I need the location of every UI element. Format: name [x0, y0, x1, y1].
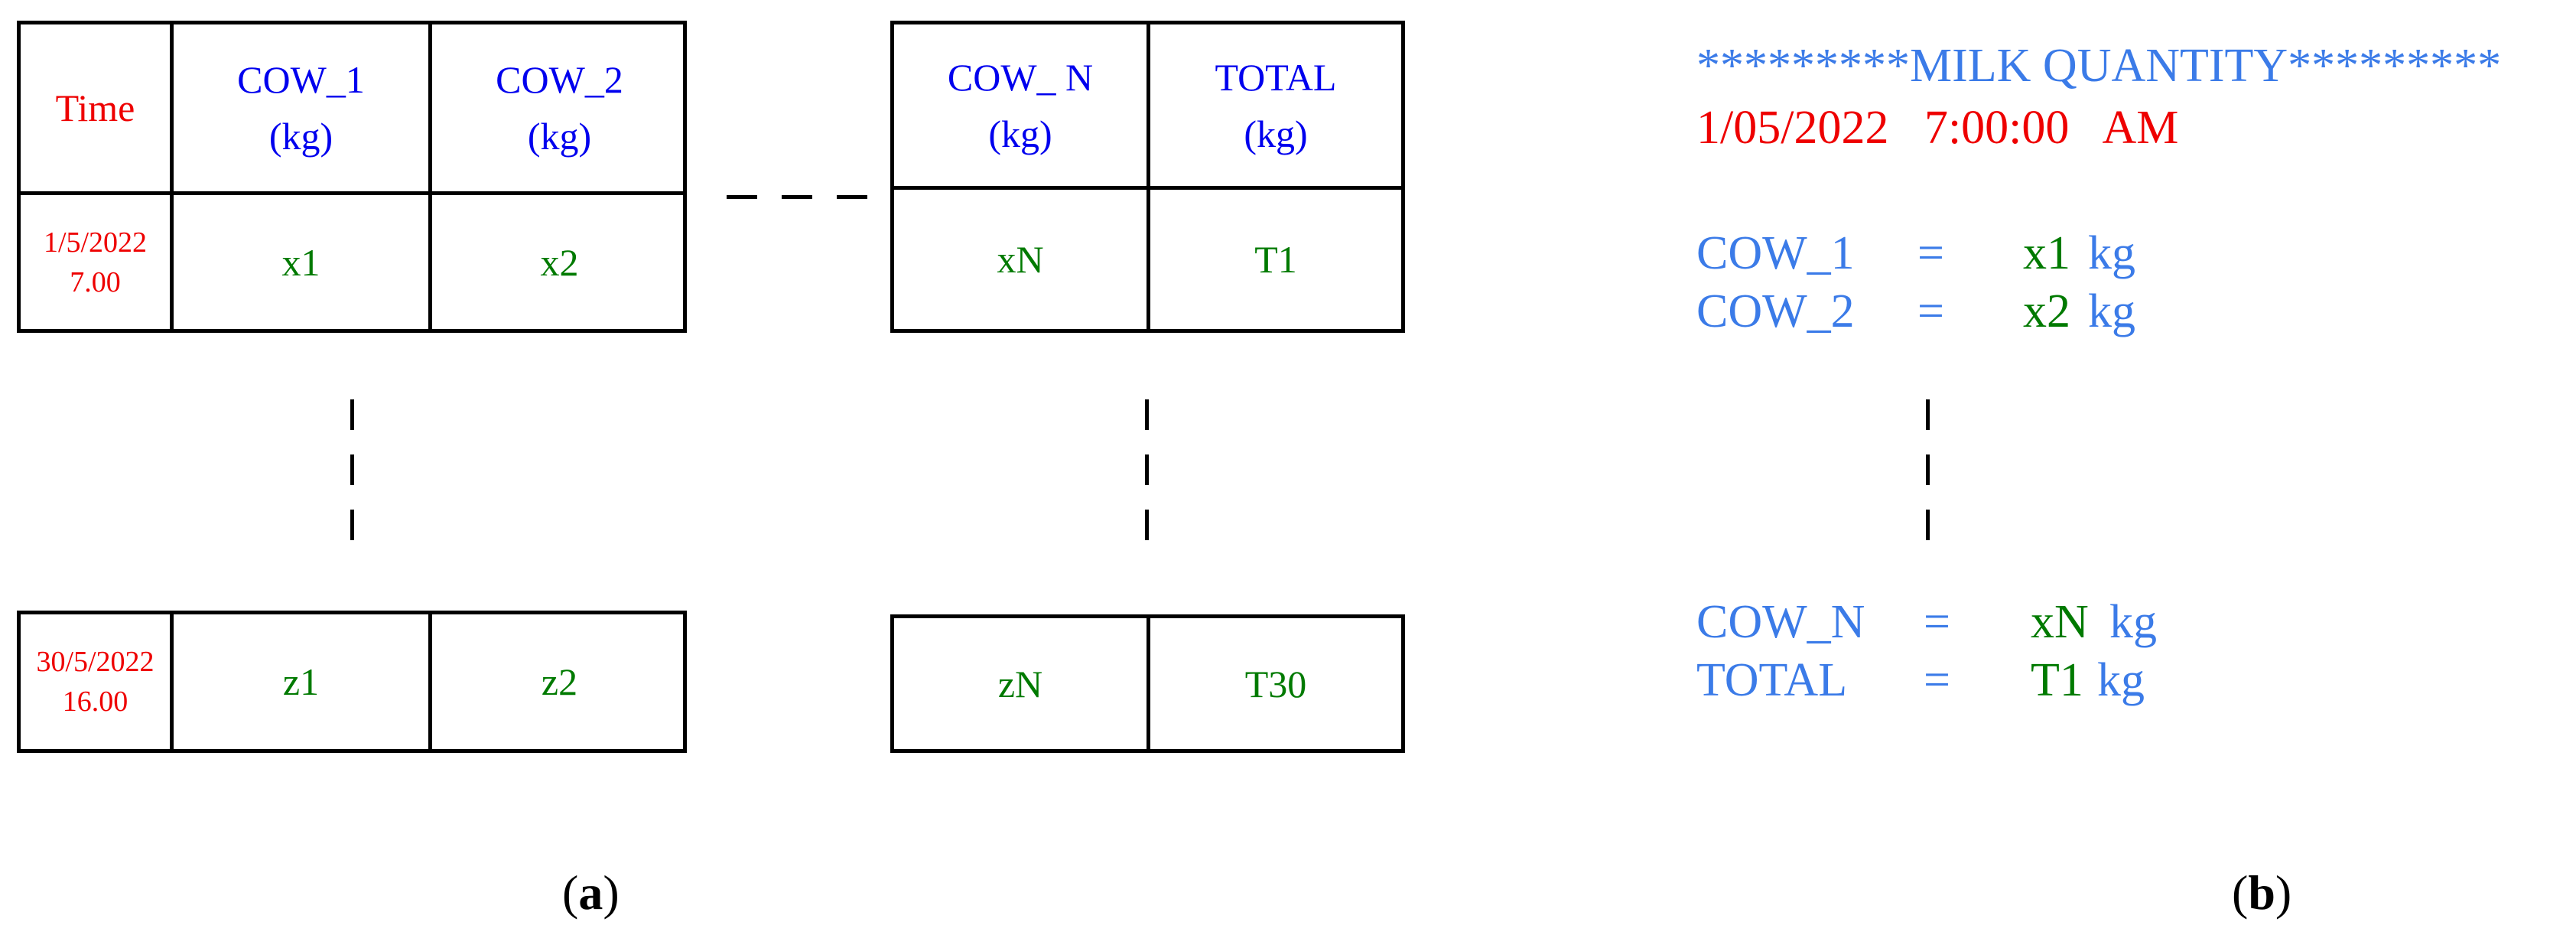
ellipsis-dash: [350, 454, 354, 485]
caption-a-open: (: [562, 865, 579, 920]
divider: [428, 611, 432, 753]
divider: [890, 186, 1405, 190]
ellipsis-dash: [782, 195, 812, 199]
divider: [1147, 21, 1150, 333]
line-cow-2-value: x2: [2023, 285, 2070, 337]
milk-quantity-title: *********MILK QUANTITY*********: [1696, 40, 2502, 92]
line-cow-2-eq: =: [1917, 285, 1944, 337]
caption-a: (a): [562, 865, 620, 921]
header-cow-2: COW_2 (kg): [432, 24, 687, 191]
line-cow-1-label: COW_1: [1696, 227, 1855, 279]
caption-b: (b): [2232, 865, 2291, 921]
ellipsis-dash: [1926, 454, 1930, 485]
cell-z2: z2: [541, 660, 578, 703]
header-cow-2-unit: (kg): [527, 115, 592, 158]
line-total-value: T1: [2031, 654, 2083, 706]
caption-b-open: (: [2232, 865, 2249, 920]
divider: [170, 21, 174, 333]
ellipsis-dash: [350, 510, 354, 540]
line-total-unit: kg: [2097, 654, 2145, 706]
header-cow-n-name: COW_ N: [947, 55, 1094, 99]
line-cow-1-value: x1: [2023, 227, 2070, 279]
header-total-unit: (kg): [1244, 112, 1308, 155]
divider: [1147, 614, 1150, 753]
ellipsis-dash: [350, 399, 354, 430]
cell-t30: T30: [1244, 662, 1307, 705]
divider: [17, 191, 687, 195]
milk-quantity-timestamp: 1/05/2022 7:00:00 AM: [1696, 102, 2179, 154]
caption-b-close: ): [2275, 865, 2292, 920]
line-cow-1-unit: kg: [2088, 227, 2135, 279]
line-cow-1-eq: =: [1917, 227, 1944, 279]
first-row-date: 1/5/2022: [43, 226, 148, 259]
header-cow-1-unit: (kg): [268, 115, 333, 158]
ellipsis-dash: [1145, 454, 1149, 485]
cell-x2: x2: [540, 240, 579, 284]
header-cow-n-unit: (kg): [988, 112, 1052, 155]
line-cow-n-label: COW_N: [1696, 596, 1865, 648]
ellipsis-dash: [1926, 510, 1930, 540]
time-header: Time: [55, 86, 135, 129]
cell-z1: z1: [282, 660, 320, 703]
line-cow-n-value: xN: [2031, 596, 2089, 648]
header-cow-n: COW_ N (kg): [894, 24, 1147, 186]
first-row-time: 1/5/2022 7.00: [21, 195, 170, 329]
caption-a-close: ): [603, 865, 620, 920]
ellipsis-dash: [1145, 399, 1149, 430]
ellipsis-dash: [837, 195, 867, 199]
ellipsis-dash: [1926, 399, 1930, 430]
cell-x1: x1: [281, 240, 320, 284]
caption-a-letter: a: [578, 865, 603, 920]
line-cow-2-label: COW_2: [1696, 285, 1855, 337]
header-cow-1-name: COW_1: [237, 58, 365, 101]
table-bottom-left: [17, 611, 687, 753]
table-top-left: [17, 21, 687, 333]
divider: [428, 21, 432, 333]
last-row-clock: 16.00: [62, 686, 128, 718]
header-total: TOTAL (kg): [1150, 24, 1401, 186]
caption-b-letter: b: [2248, 865, 2275, 920]
last-row-time: 30/5/2022 16.00: [21, 614, 170, 749]
first-row-clock: 7.00: [70, 266, 121, 298]
header-cow-1: COW_1 (kg): [174, 24, 428, 191]
header-cow-2-name: COW_2: [496, 58, 623, 101]
line-cow-n-eq: =: [1924, 596, 1950, 648]
header-total-name: TOTAL: [1215, 55, 1337, 99]
line-cow-2-unit: kg: [2088, 285, 2135, 337]
divider: [170, 611, 174, 753]
line-total-label: TOTAL: [1696, 654, 1848, 706]
ellipsis-dash: [1145, 510, 1149, 540]
line-total-eq: =: [1924, 654, 1950, 706]
last-row-date: 30/5/2022: [36, 646, 154, 678]
cell-zn: zN: [997, 662, 1043, 705]
cell-xn: xN: [997, 238, 1044, 281]
line-cow-n-unit: kg: [2109, 596, 2157, 648]
ellipsis-dash: [727, 195, 757, 199]
cell-t1: T1: [1254, 238, 1297, 281]
